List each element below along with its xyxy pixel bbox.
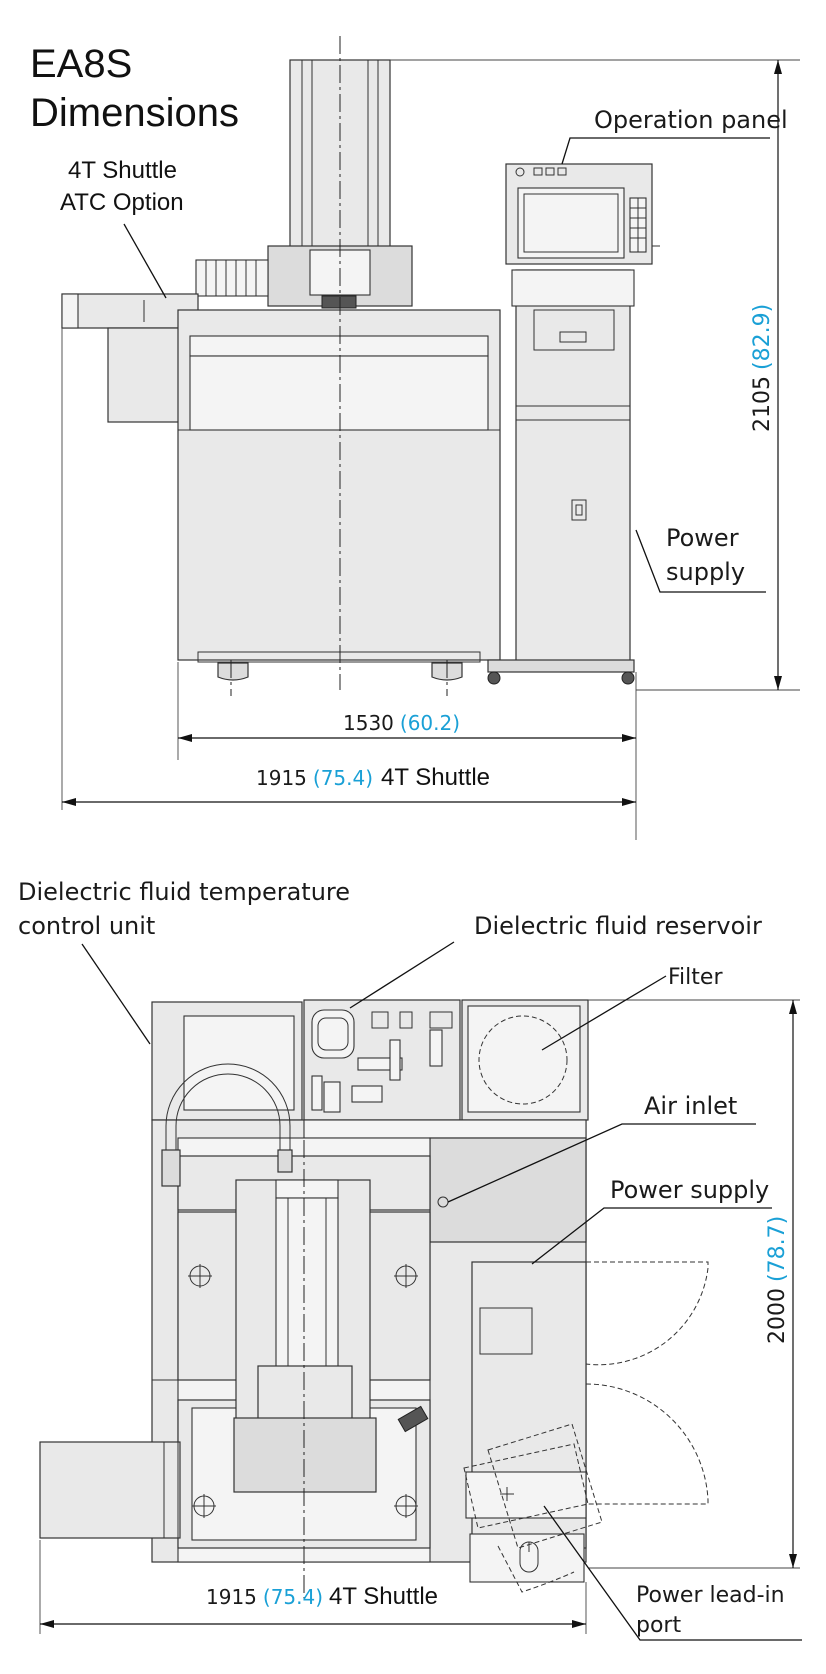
- temp-unit-label-line1: Dielectric fluid temperature: [18, 878, 350, 906]
- power-supply-label-line1: Power: [666, 524, 739, 552]
- atc-label-line2: ATC Option: [60, 189, 184, 216]
- reservoir-gauge: [311, 1009, 355, 1059]
- foot-left: [217, 662, 249, 681]
- top-depth-label: 2000(78.7): [765, 1216, 790, 1344]
- bellows: [195, 259, 269, 297]
- atc-shuttle-top: [39, 1441, 181, 1539]
- reservoir-label: Dielectric fluid reservoir: [474, 912, 762, 940]
- temp-unit-label-line2: control unit: [18, 912, 155, 940]
- title-line1: EA8S: [30, 42, 132, 86]
- lead-in-label-line1: Power lead-in: [636, 1583, 785, 1608]
- front-view: 2105(82.9) 1530(60.2) 1915(75.4)4T Shutt…: [60, 36, 800, 840]
- front-width-label: 1530(60.2): [343, 711, 460, 735]
- atc-label-line1: 4T Shuttle: [68, 157, 177, 184]
- operation-panel-label: Operation panel: [594, 106, 788, 134]
- air-inlet-label: Air inlet: [644, 1092, 737, 1120]
- top-view: 2000(78.7) 1915(75.4)4T Shuttle Dielectr…: [18, 878, 802, 1641]
- title-line2: Dimensions: [30, 91, 239, 135]
- top-overall-label: 1915(75.4)4T Shuttle: [206, 1583, 438, 1610]
- power-supply-label-line2: supply: [666, 558, 745, 586]
- power-supply-cabinet: [515, 269, 631, 663]
- power-supply-top-label: Power supply: [610, 1176, 769, 1204]
- cabinet-switch: [571, 499, 587, 521]
- atc-magazine: [107, 327, 181, 423]
- lead-in-label-line2: port: [636, 1613, 681, 1638]
- filter-label: Filter: [668, 965, 723, 990]
- front-overall-label: 1915(75.4)4T Shuttle: [256, 764, 490, 791]
- mount-holes: [188, 1264, 418, 1518]
- filter: [478, 1015, 568, 1105]
- front-height-label: 2105(82.9): [750, 304, 775, 432]
